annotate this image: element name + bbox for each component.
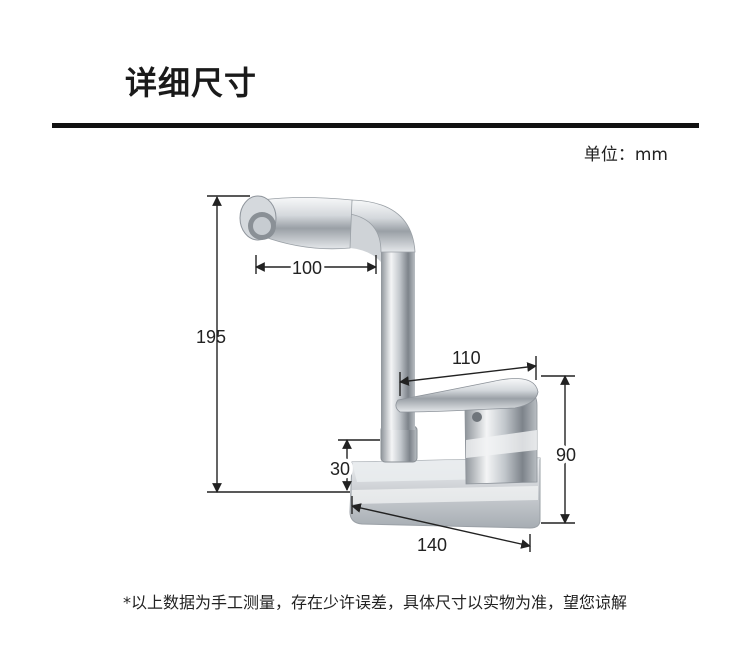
label-body-90: 90: [556, 445, 576, 465]
disclaimer-note: *以上数据为手工测量，存在少许误差，具体尺寸以实物为准，望您谅解: [122, 593, 627, 612]
handle-lever: [395, 378, 539, 413]
dim-line-width-140: [351, 503, 531, 549]
title-divider: [52, 123, 699, 128]
spout-arm: [261, 197, 353, 250]
label-handle-110: 110: [452, 348, 481, 368]
spout-elbow: [350, 214, 381, 262]
page-title: 详细尺寸: [125, 64, 258, 102]
spout-collar: [380, 425, 418, 463]
label-base-30: 30: [330, 459, 350, 479]
faucet-illustration: [239, 195, 541, 529]
label-height-195: 195: [196, 327, 226, 347]
dim-line-handle-110: [399, 362, 537, 386]
label-width-140: 140: [417, 535, 447, 555]
unit-label: 单位：mm: [583, 145, 668, 165]
label-reach-100: 100: [292, 258, 322, 278]
